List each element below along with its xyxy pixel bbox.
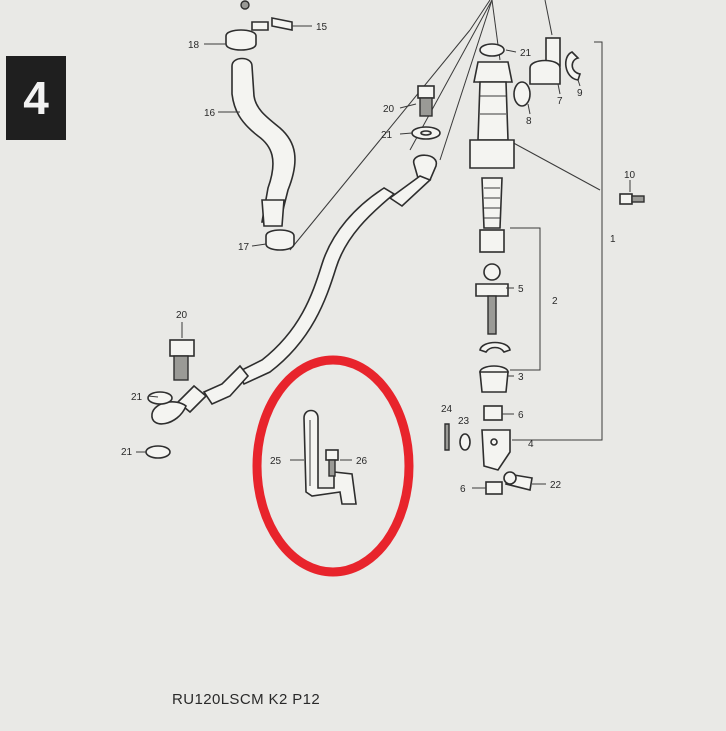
- callout-5: 5: [518, 284, 524, 295]
- callout-20-lower: 20: [176, 310, 188, 321]
- cotter-pin: [444, 423, 450, 451]
- callout-4: 4: [528, 439, 534, 450]
- callout-16: 16: [204, 108, 216, 119]
- push-rod-clevis: [481, 429, 511, 471]
- callout-8: 8: [526, 116, 532, 127]
- lock-nut-upper: [483, 405, 503, 421]
- hose-guide-bracket: [303, 409, 357, 505]
- callout-6-lower: 6: [460, 484, 466, 495]
- callout-10: 10: [624, 170, 636, 181]
- callout-1: 1: [610, 234, 616, 245]
- reservoir-hose: [231, 57, 296, 227]
- assembly-brackets: [507, 41, 603, 441]
- union-bolt-upper: [417, 85, 435, 117]
- callout-25: 25: [270, 456, 282, 467]
- callout-6-upper: 6: [518, 410, 524, 421]
- callout-18: 18: [188, 40, 200, 51]
- callout-15: 15: [316, 22, 328, 33]
- callout-21-upper-right: 21: [520, 48, 532, 59]
- union-bolt-lower: [169, 339, 195, 381]
- callout-21-lower-a: 21: [131, 392, 143, 403]
- highlight-circle: [252, 355, 414, 577]
- master-cylinder-body: [469, 43, 515, 169]
- clevis-pin: [503, 471, 533, 491]
- callout-24: 24: [441, 404, 453, 415]
- callout-9: 9: [577, 88, 583, 99]
- o-ring: [513, 81, 531, 107]
- mounting-screw: [619, 193, 645, 205]
- section-number-badge: 4: [6, 56, 66, 140]
- callout-23: 23: [458, 416, 470, 427]
- reservoir-connector: [529, 37, 561, 85]
- hose-clamp-top: [225, 0, 293, 51]
- callout-22: 22: [550, 480, 562, 491]
- diagram-caption: RU120LSCM K2 P12: [172, 691, 321, 708]
- lock-nut-lower: [485, 481, 503, 495]
- hose-clamp-bottom: [265, 229, 295, 251]
- circlip: [565, 51, 582, 81]
- piston-circlip: [479, 341, 511, 353]
- piston-assembly: [475, 177, 509, 335]
- callout-20-upper: 20: [383, 104, 395, 115]
- bracket-bolt: [325, 449, 339, 477]
- callout-17: 17: [238, 242, 250, 253]
- callout-7: 7: [557, 96, 563, 107]
- callout-2: 2: [552, 296, 558, 307]
- brake-hose: [151, 154, 437, 425]
- dust-boot: [479, 365, 509, 393]
- callout-21-upper-left: 21: [381, 130, 393, 141]
- reference-lines: [289, 0, 553, 251]
- washer-lower-a: [147, 391, 173, 405]
- callout-3: 3: [518, 372, 524, 383]
- plain-washer: [459, 433, 471, 451]
- callout-21-lower-b: 21: [121, 447, 133, 458]
- callout-26: 26: [356, 456, 368, 467]
- washer-lower-b: [145, 445, 171, 459]
